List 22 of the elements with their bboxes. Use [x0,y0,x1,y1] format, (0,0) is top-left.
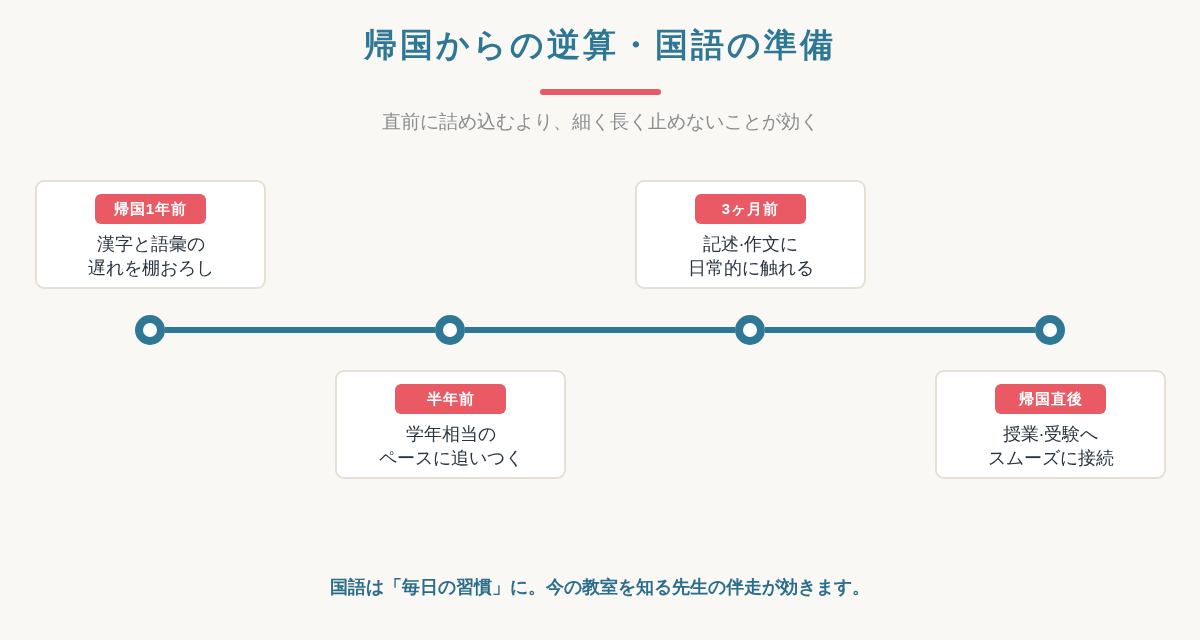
time-badge: 半年前 [395,384,506,414]
milestone-text: 記述·作文に日常的に触れる [686,233,815,280]
milestone-text: 学年相当のペースに追いつく [377,423,524,470]
timeline-dot [735,315,765,345]
timeline-line [165,327,435,333]
timeline-dot [135,315,165,345]
closing-note: 国語は「毎日の習慣」に。今の教室を知る先生の伴走が効きます。 [329,576,871,599]
milestone-card [35,180,266,289]
milestone-card [635,180,866,289]
timeline-dot [435,315,465,345]
timeline-line [465,327,735,333]
timeline-line [765,327,1035,333]
subtitle: 直前に詰め込むより、細く長く止めないことが効く [380,110,820,134]
time-badge: 3ヶ月前 [695,194,806,224]
time-badge: 帰国1年前 [95,194,206,224]
timeline-dot [1035,315,1065,345]
milestone-text: 授業·受験へスムーズに接続 [986,423,1115,470]
time-badge: 帰国直後 [995,384,1106,414]
milestone-card [935,370,1166,479]
milestone-card [335,370,566,479]
milestone-text: 漢字と語彙の遅れを棚おろし [86,233,215,280]
title: 帰国からの逆算・国語の準備 [362,25,837,65]
